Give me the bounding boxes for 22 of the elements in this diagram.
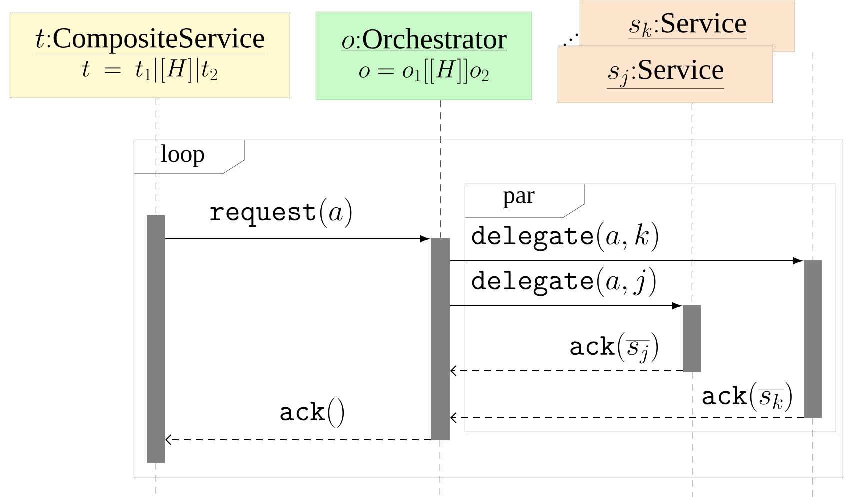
message-label: $\mathtt{ack}()$: [278, 397, 348, 429]
message-label: $\mathtt{ack}(\overline{s_j})$: [568, 331, 662, 365]
activation-bar: [147, 215, 166, 464]
message-arrow: [450, 302, 682, 310]
lifeline: [812, 52, 814, 260]
message-label: $\mathtt{request}(a)$: [208, 197, 356, 229]
message-label: $\mathtt{delegate}(a,j)$: [470, 266, 660, 298]
message-label: $\mathtt{delegate}(a,k)$: [470, 221, 662, 253]
participant-box: $o{:}\mathrm{Orchestrator}$ $o = o_1\big[[H]\big]o_2$: [316, 12, 532, 100]
message-arrow: [165, 235, 430, 243]
message-arrow: [450, 366, 683, 376]
message-arrow: [450, 257, 802, 265]
message-label: $\mathtt{ack}(\overline{s_k})$: [700, 381, 796, 413]
participant-box: $s_j{:}\mathrm{Service}$: [558, 46, 774, 104]
message-arrow: [165, 434, 431, 446]
activation-bar: [683, 305, 702, 372]
activation-bar: [431, 238, 450, 440]
participant-box: $s_k{:}\mathrm{Service}$: [580, 0, 796, 52]
message-arrow: [450, 412, 804, 424]
lifeline: [440, 100, 441, 238]
participant-box: $t{:}\mathrm{CompositeService}$ $t\ =\ t_1|[H]|t_2$: [10, 13, 290, 98]
activation-bar: [804, 260, 822, 418]
